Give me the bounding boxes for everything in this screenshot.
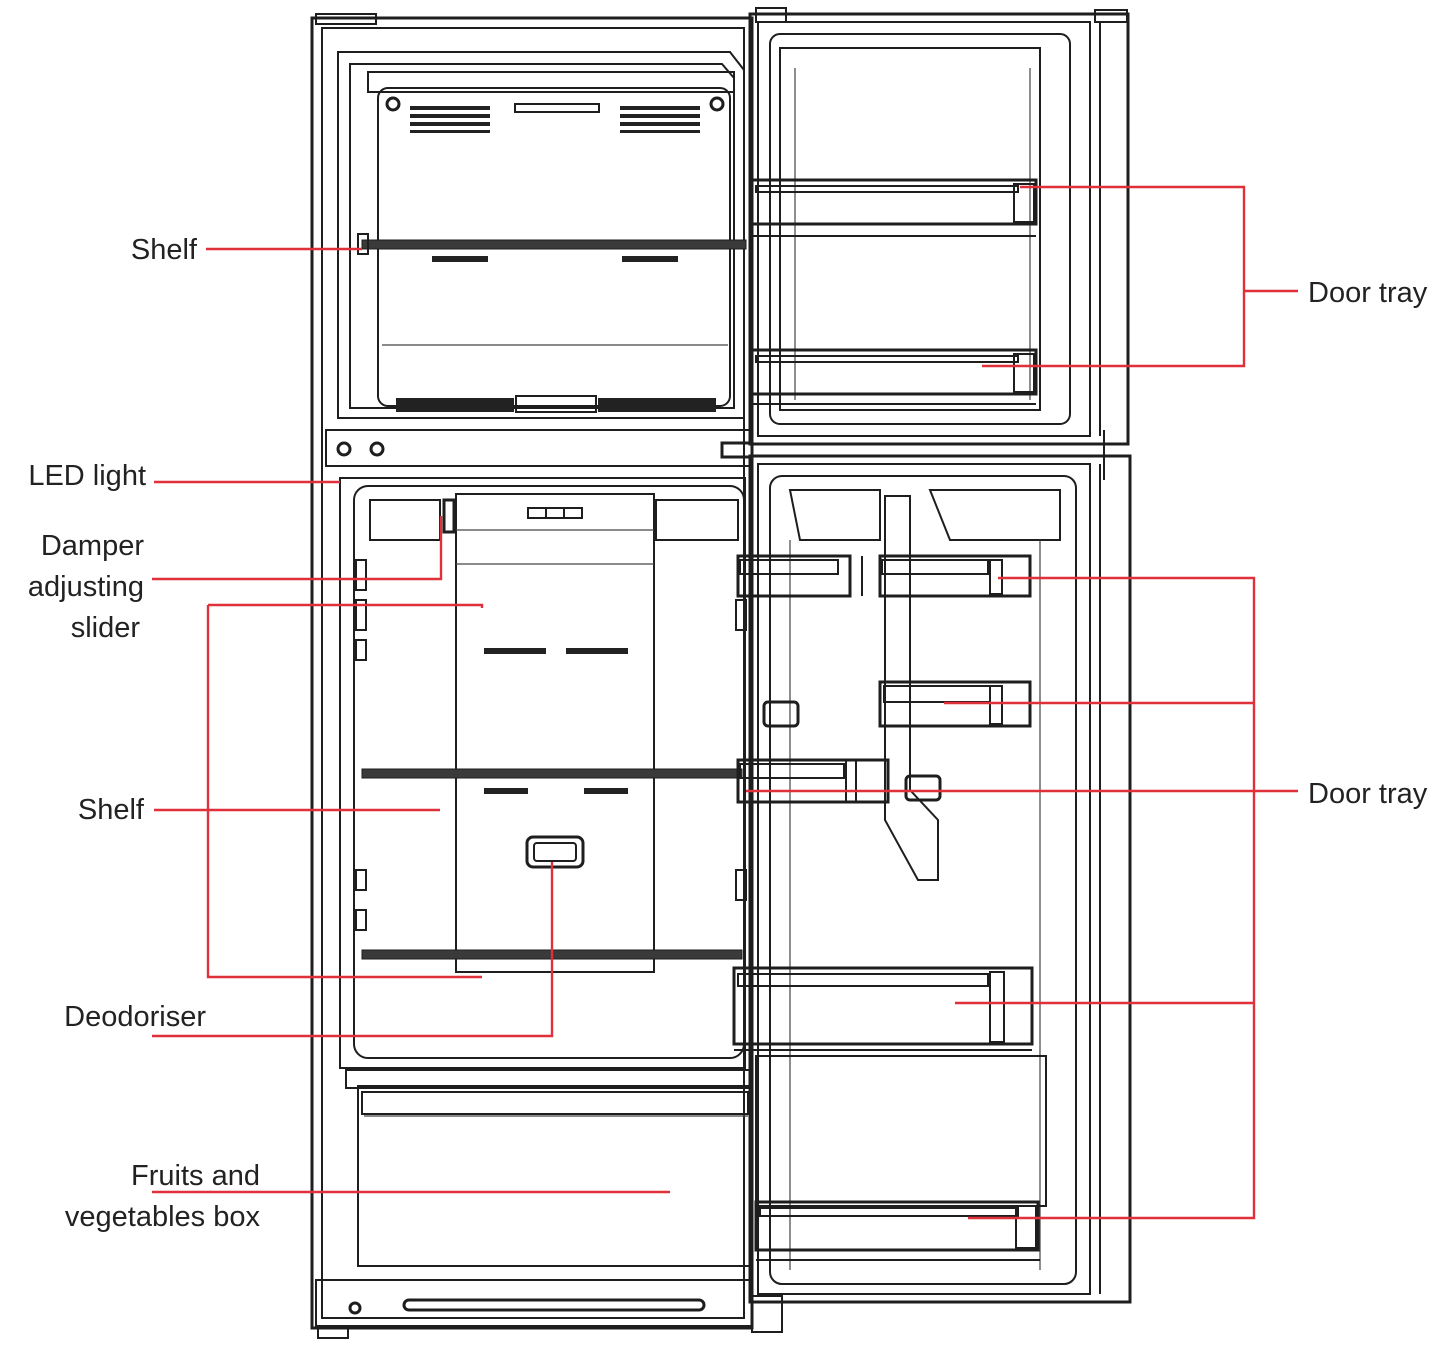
control-strip	[325, 429, 754, 467]
leader-lines	[152, 185, 1298, 1220]
fridge-door-tray-5	[754, 1055, 1047, 1261]
freezer-bottom-grille	[396, 395, 716, 413]
freezer-vent-left	[410, 106, 490, 133]
label-fruits-line1: Fruits and	[131, 1160, 260, 1192]
freezer-compartment	[337, 51, 747, 419]
fridge-compartment	[339, 477, 747, 1069]
fridge-shelf-upper	[361, 768, 743, 779]
label-led-light: LED light	[28, 460, 146, 492]
label-shelf-freezer: Shelf	[131, 234, 198, 266]
label-door-tray-bottom: Door tray	[1308, 778, 1428, 810]
crisper-drawer	[345, 1069, 751, 1267]
damper-slider	[442, 498, 456, 534]
freezer-shelf	[357, 233, 747, 262]
labels: Shelf Door tray LED light Damper adjusti…	[28, 234, 1428, 1233]
freezer-door-tray-upper	[750, 178, 1038, 237]
rear-panel	[455, 493, 655, 973]
deodoriser-unit	[525, 835, 585, 869]
freezer-door-tray-lower	[750, 348, 1038, 405]
side-rails	[355, 559, 747, 931]
leader-door-tray-bottom	[746, 576, 1298, 1220]
label-shelf-fridge: Shelf	[78, 794, 145, 826]
label-damper-line2: adjusting	[28, 571, 144, 603]
leader-shelf-fridge	[154, 603, 484, 979]
fridge-door-tray-4	[732, 966, 1034, 1051]
freezer-door	[748, 12, 1130, 446]
leader-damper-slider	[152, 516, 443, 581]
label-damper-line1: Damper	[41, 530, 144, 562]
leader-door-tray-top	[982, 185, 1298, 368]
label-deodoriser: Deodoriser	[64, 1001, 206, 1033]
leader-deodoriser	[152, 862, 554, 1038]
label-damper-line3: slider	[71, 612, 141, 644]
fridge-door	[732, 430, 1132, 1304]
label-fruits-line2: vegetables box	[65, 1201, 261, 1233]
fridge-door-tray-3	[736, 758, 890, 804]
freezer-vent-right	[620, 106, 700, 133]
refrigerator-cabinet	[310, 7, 1128, 1330]
label-door-tray-top: Door tray	[1308, 277, 1428, 309]
